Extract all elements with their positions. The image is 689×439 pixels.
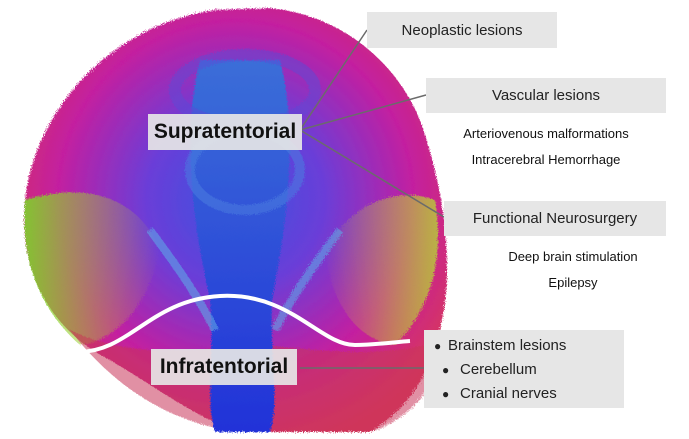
vascular-lesions-box: Vascular lesions <box>426 78 666 113</box>
infratentorial-item-cerebellum: Cerebellum <box>460 361 537 378</box>
bullet-icon: ● <box>442 363 450 377</box>
vascular-item-avm: Arteriovenous malformations <box>463 126 629 141</box>
functional-item-epilepsy: Epilepsy <box>548 275 598 290</box>
bullet-icon: ● <box>442 387 450 401</box>
neoplastic-lesions-box: Neoplastic lesions <box>367 12 557 48</box>
list-item: ● Cranial nerves <box>424 382 624 406</box>
vascular-item-ich: Intracerebral Hemorrhage <box>471 152 621 167</box>
functional-item-dbs: Deep brain stimulation <box>508 249 638 264</box>
supratentorial-label: Supratentorial <box>148 114 302 150</box>
bullet-icon: ● <box>434 339 442 353</box>
infratentorial-item-brainstem: Brainstem lesions <box>448 337 567 354</box>
list-item: ● Brainstem lesions <box>424 334 624 358</box>
infratentorial-topics-box: ● Brainstem lesions ● Cerebellum ● Crani… <box>424 330 624 408</box>
list-item: ● Cerebellum <box>424 358 624 382</box>
infratentorial-label: Infratentorial <box>151 349 297 385</box>
tentorium-divider-line <box>77 293 411 354</box>
infratentorial-item-cranial-nerves: Cranial nerves <box>460 385 557 402</box>
functional-neurosurgery-box: Functional Neurosurgery <box>444 201 666 236</box>
connector-lines <box>299 29 445 369</box>
